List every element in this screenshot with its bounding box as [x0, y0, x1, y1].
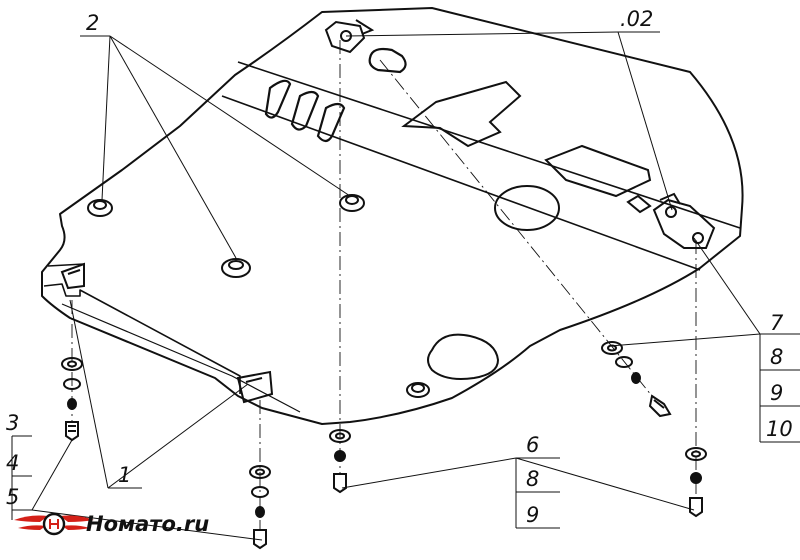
fold-line-rear	[47, 263, 85, 267]
cutout-right-slot	[626, 194, 652, 214]
vent-slot	[316, 102, 346, 143]
boss-front-center	[406, 382, 430, 398]
vent-slots	[264, 47, 407, 143]
bracket-front-left	[60, 262, 85, 290]
fastener-stack-right	[685, 447, 707, 518]
boss-left-rear	[87, 199, 113, 217]
brand-logo[interactable]: Номато.ru	[14, 512, 209, 536]
axis-lines	[71, 40, 697, 530]
front-lip-edge	[61, 303, 301, 413]
vent-slot	[368, 47, 407, 74]
callout-6: 6	[526, 433, 539, 457]
boss-left-front	[221, 258, 251, 278]
leader-lines	[11, 31, 800, 541]
callout-4: 4	[6, 451, 19, 475]
vent-slot	[290, 90, 320, 131]
fold-line-upper	[237, 61, 741, 229]
cutout-stepped	[401, 80, 522, 148]
brand-logo-icon	[14, 512, 94, 536]
callout-10: 10	[766, 417, 793, 441]
callout-8-lower: 8	[526, 467, 539, 491]
skid-plate	[41, 7, 744, 425]
callout-1: 1	[118, 463, 131, 487]
vent-slot	[264, 79, 292, 119]
mount-bosses	[87, 194, 430, 398]
callout-02: .02	[620, 7, 653, 31]
cutout-round	[494, 185, 560, 231]
callout-3: 3	[6, 411, 19, 435]
brand-name: Номато.ru	[86, 512, 209, 536]
fastener-stack-left	[61, 357, 83, 442]
plate-outline	[41, 7, 744, 425]
front-lip	[43, 283, 241, 394]
fold-line-middle	[221, 95, 701, 271]
callout-box-center	[515, 458, 560, 529]
brackets	[60, 19, 716, 404]
bracket-front-mid	[236, 370, 274, 404]
callout-8: 8	[770, 345, 783, 369]
callout-9: 9	[770, 381, 783, 405]
callout-2: 2	[86, 11, 99, 35]
callout-9-lower: 9	[526, 503, 539, 527]
fastener-stack-diagonal	[601, 341, 672, 418]
callout-5: 5	[6, 485, 19, 509]
boss-center-rear	[339, 194, 365, 212]
callout-box-right	[759, 334, 800, 443]
callout-7: 7	[770, 311, 784, 335]
cutout-lower	[427, 333, 500, 380]
cutouts	[401, 80, 652, 380]
cutout-rect	[544, 144, 652, 198]
